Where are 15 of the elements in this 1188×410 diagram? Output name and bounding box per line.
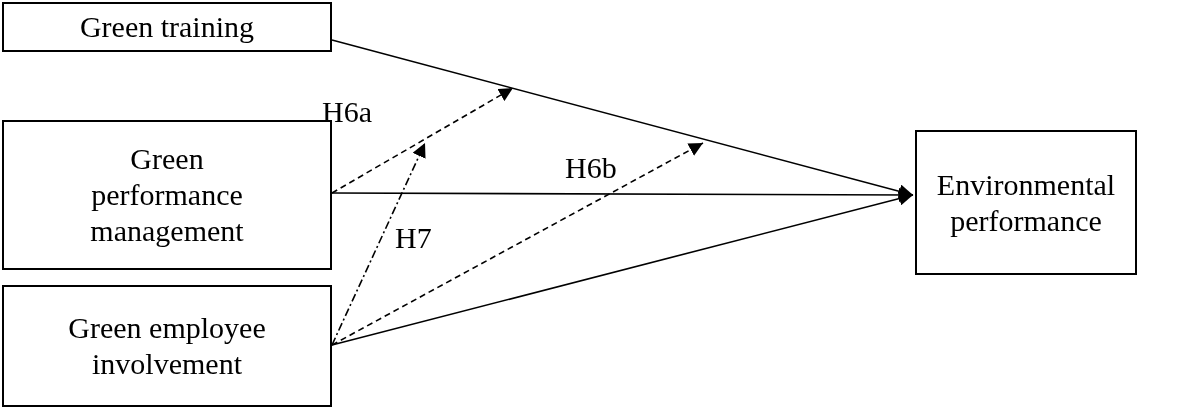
box-label: Environmental performance bbox=[935, 166, 1117, 239]
concept-box bbox=[2, 2, 332, 52]
box-label: Green employee involvement bbox=[67, 310, 267, 382]
edge-label: H6a bbox=[322, 96, 372, 128]
arrow bbox=[331, 39, 914, 199]
concept-box bbox=[2, 120, 332, 270]
dashed-arrow bbox=[331, 87, 514, 194]
dashed-arrow bbox=[331, 142, 426, 346]
box-label: Green training bbox=[78, 9, 256, 45]
concept-box bbox=[2, 285, 332, 407]
box-label: Green performance management bbox=[89, 141, 245, 249]
concept-box bbox=[915, 130, 1137, 275]
edge-label: H6b bbox=[565, 152, 617, 184]
edge-label: H7 bbox=[395, 222, 432, 254]
dashed-arrow bbox=[331, 142, 704, 346]
